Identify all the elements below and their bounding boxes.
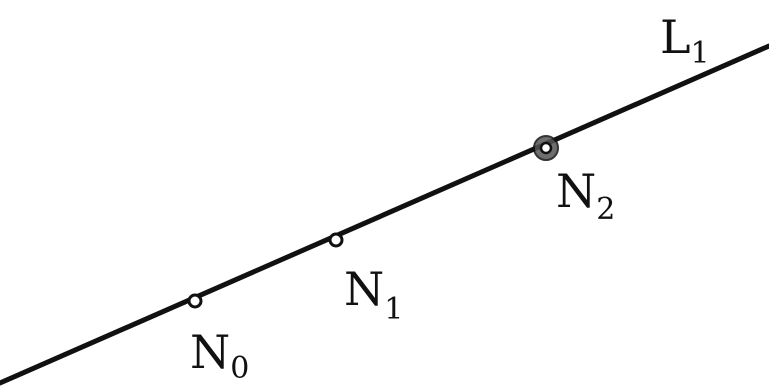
line-l1-label: L1 (660, 10, 710, 71)
node-n2-label: N2 (556, 164, 615, 227)
node-n0-label-sub: 0 (230, 351, 249, 386)
node-n1-marker (328, 232, 344, 248)
node-n2-marker (539, 141, 553, 155)
node-n1-label: N1 (344, 262, 403, 327)
node-n1-label-sub: 1 (384, 292, 403, 327)
line-l1-label-sub: 1 (691, 36, 710, 71)
node-n0-marker (187, 293, 203, 309)
node-n1-label-main: N (344, 262, 384, 316)
node-n0-label-main: N (190, 325, 230, 379)
node-n0-label: N0 (190, 325, 249, 386)
line-l1-label-main: L (660, 10, 691, 64)
node-n2-label-main: N (556, 164, 596, 218)
line-l1 (0, 43, 769, 386)
node-n2-label-sub: 2 (596, 192, 615, 227)
